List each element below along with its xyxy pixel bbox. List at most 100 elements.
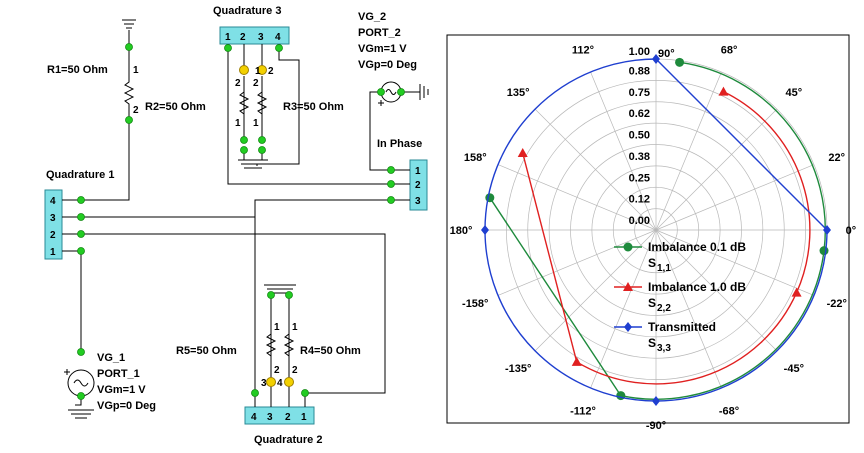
ground-vg1	[68, 409, 94, 419]
vg2-line-2: PORT_2	[358, 27, 401, 39]
r2-label: R2=50 Ohm	[145, 101, 206, 113]
legend-entry: Imbalance 0.1 dB	[648, 240, 746, 254]
vg2-line-4: VGp=0 Deg	[358, 59, 417, 71]
ground-r1	[122, 19, 136, 29]
vg1-line-1: VG_1	[97, 352, 125, 364]
angle-label: 68°	[721, 44, 738, 56]
angle-label: -22°	[827, 298, 847, 310]
legend-entry-sub: S	[648, 256, 656, 270]
angle-label: -90°	[646, 420, 666, 432]
quadrature-2-label: Quadrature 2	[254, 434, 322, 446]
q3-pin-4: 4	[275, 32, 281, 43]
series-arc-0	[620, 250, 825, 400]
quadrature-2-block	[244, 406, 315, 425]
angle-label: 135°	[507, 87, 530, 99]
voltage-source-vg1	[64, 369, 95, 397]
marker-2	[823, 225, 831, 235]
radial-tick-label: 0.00	[629, 215, 650, 227]
r1-pin-1: 1	[133, 65, 139, 76]
angle-label: -68°	[719, 406, 739, 418]
series-arc-2	[484, 229, 657, 402]
quadrature-3-label: Quadrature 3	[213, 5, 281, 17]
in-phase-block	[409, 159, 428, 211]
q2-pin-2: 2	[285, 412, 291, 423]
inphase-pin-1: 1	[415, 166, 421, 177]
radial-tick-label: 0.62	[629, 108, 650, 120]
schematic: R1=50 Ohm 1 2 R2=50 Ohm 2 1 R3=50 Ohm 2 …	[44, 5, 429, 446]
resistor-r2	[238, 91, 250, 115]
r4-pin-1: 1	[292, 322, 298, 333]
grid-spoke	[590, 71, 657, 231]
q3-pin-2: 2	[240, 32, 246, 43]
grid-spoke	[655, 108, 778, 231]
legend-entry-sub: S	[648, 296, 656, 310]
r5-label: R5=50 Ohm	[176, 345, 237, 357]
marker-legend	[623, 282, 633, 291]
angle-label: 45°	[786, 87, 803, 99]
series-arc-0	[679, 61, 826, 251]
r2-pin-1: 1	[235, 118, 241, 129]
radial-tick-label: 0.88	[629, 65, 650, 77]
marker-1	[791, 287, 802, 297]
r1-pin-2: 2	[133, 105, 139, 116]
grid-spoke	[655, 229, 815, 296]
legend-entry: Imbalance 1.0 dB	[648, 280, 746, 294]
series-line-0	[489, 197, 622, 396]
marker-0	[675, 57, 685, 67]
radial-tick-label: 0.50	[629, 130, 650, 142]
legend-entry-subscript: 2,2	[657, 303, 671, 314]
r4-label: R4=50 Ohm	[300, 345, 361, 357]
angle-label: 112°	[572, 44, 594, 56]
grid-spoke	[534, 108, 657, 231]
vg1-line-3: VGm=1 V	[97, 384, 146, 396]
grid-spoke	[655, 229, 778, 352]
grid-spoke	[497, 164, 657, 231]
marker-1	[571, 356, 582, 366]
q3-node-2: 2	[268, 66, 274, 77]
quadrature-3-block	[219, 26, 290, 45]
q2-pin-1: 1	[301, 412, 307, 423]
marker-1	[718, 86, 729, 96]
q3-node-1: 1	[255, 66, 261, 77]
r2-pin-2: 2	[235, 78, 241, 89]
radial-tick-label: 1.00	[629, 46, 650, 58]
wire-inphase-1-vg2	[369, 91, 391, 171]
angle-label: 0°	[846, 225, 857, 237]
series-arc-2	[484, 58, 657, 231]
r5-pin-2: 2	[274, 365, 280, 376]
wire-q1-3-inphase-3	[81, 199, 391, 218]
q1-pin-4: 4	[50, 196, 56, 207]
series-line-1	[522, 152, 578, 363]
angle-label: -45°	[784, 363, 804, 375]
series-arc-2	[655, 229, 828, 402]
wire-r1-q1-4	[81, 120, 130, 201]
vg1-line-2: PORT_1	[97, 368, 140, 380]
quadrature-1-block	[44, 189, 63, 260]
junction-nodes	[239, 65, 294, 387]
angle-label: 22°	[828, 152, 845, 164]
series-arc-1	[723, 91, 811, 293]
angle-label: 90°	[658, 48, 675, 60]
radial-tick-label: 0.75	[629, 87, 650, 99]
radial-tick-label: 0.12	[629, 194, 650, 206]
q1-pin-3: 3	[50, 213, 56, 224]
resistor-r3	[256, 91, 268, 115]
wire-q1-2-q2-1	[81, 233, 386, 394]
angle-label: -112°	[570, 406, 596, 418]
q2-node-4: 4	[277, 378, 283, 389]
resistor-r1	[123, 47, 135, 120]
marker-2	[652, 54, 660, 64]
ground-r2r3	[238, 159, 268, 169]
q3-pin-1: 1	[225, 32, 231, 43]
grid-spoke	[590, 229, 657, 389]
nodes	[77, 43, 405, 400]
grid-spoke	[655, 229, 722, 389]
wire-q3-1-inphase-2	[227, 48, 391, 185]
resistor-r5	[265, 333, 277, 357]
inphase-pin-2: 2	[415, 180, 421, 191]
r4-pin-2: 2	[292, 365, 298, 376]
marker-2	[481, 225, 489, 235]
resistor-r4	[283, 333, 295, 357]
